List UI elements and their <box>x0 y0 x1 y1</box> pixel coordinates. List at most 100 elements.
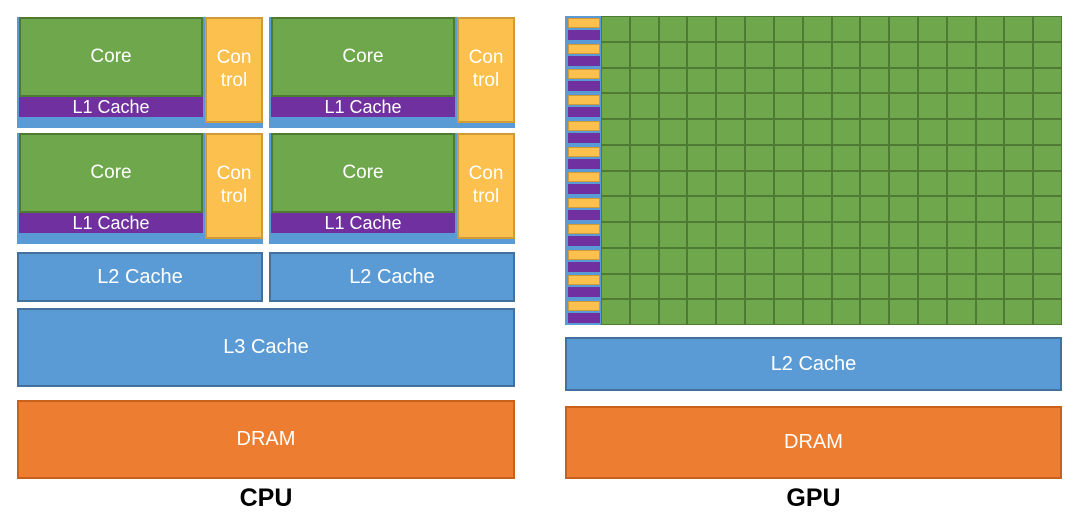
dram-label: DRAM <box>236 428 296 450</box>
gpu-alu-cell <box>1033 196 1062 222</box>
cpu-l2-row: L2 Cache L2 Cache <box>17 252 515 302</box>
core-area: Core <box>19 133 203 213</box>
gpu-alu-cell <box>687 67 717 94</box>
gpu-alu-cell <box>629 67 659 94</box>
gpu-alu-cell <box>629 170 659 197</box>
gpu-alu-cell <box>802 93 832 119</box>
gpu-alu-cell <box>831 299 861 325</box>
l1-cache-strip: L1 Cache <box>19 97 203 117</box>
gpu-alu-cell <box>889 170 918 197</box>
gpu-alu-cell <box>687 170 717 197</box>
gpu-alu-cell <box>773 196 803 222</box>
gpu-alu-cell <box>658 16 688 42</box>
gpu-alu-cell <box>917 170 947 197</box>
core-left-stack: Core L1 Cache <box>271 17 455 128</box>
gpu-alu-cell <box>658 93 688 119</box>
gpu-l1-strip <box>568 81 600 92</box>
gpu-alu-cell <box>1033 93 1062 119</box>
gpu-alu-cell <box>946 170 976 197</box>
gpu-l1-strip <box>568 261 600 272</box>
gpu-alu-cell <box>687 196 717 222</box>
gpu-alu-cell <box>629 93 659 119</box>
gpu-alu-cell <box>745 247 774 274</box>
l1-cache-label: L1 Cache <box>324 212 402 233</box>
gpu-alu-cell <box>745 119 774 145</box>
control-column: Con trol <box>205 133 263 239</box>
gpu-alu-cell <box>658 222 688 248</box>
gpu-alu-cell <box>946 273 976 300</box>
gpu-alu-cell <box>860 67 890 94</box>
gpu-alu-cell <box>1033 299 1062 325</box>
gpu-l1-strip <box>568 313 600 324</box>
gpu-control-strip <box>568 275 600 286</box>
gpu-alu-cell <box>687 41 717 68</box>
gpu-alu-cell <box>658 299 688 325</box>
control-label-line1: Con <box>216 163 252 185</box>
gpu-alu-cell <box>629 196 659 222</box>
gpu-alu-cell <box>860 93 890 119</box>
gpu-alu-cell <box>745 93 774 119</box>
gpu-alu-cell <box>946 67 976 94</box>
gpu-alu-cell <box>716 41 746 68</box>
core-label: Core <box>90 162 132 183</box>
gpu-alu-cell <box>831 41 861 68</box>
gpu-alu-cell <box>802 170 832 197</box>
gpu-alu-cell <box>716 119 746 145</box>
gpu-alu-cell <box>773 222 803 248</box>
gpu-alu-cell <box>601 119 630 145</box>
gpu-control-strip <box>568 146 600 157</box>
gpu-alu-cell <box>1004 119 1034 145</box>
core-area: Core <box>19 17 203 97</box>
gpu-control-strip <box>568 120 600 131</box>
gpu-grid <box>565 16 1062 325</box>
gpu-control-l1-cell <box>565 16 601 42</box>
gpu-control-strip <box>568 223 600 234</box>
gpu-alu-cell <box>975 170 1005 197</box>
gpu-alu-cell <box>1033 144 1062 171</box>
gpu-control-l1-cell <box>565 41 601 68</box>
gpu-alu-cell <box>1004 273 1034 300</box>
cpu-l2-cache-block-2: L2 Cache <box>269 252 515 302</box>
gpu-control-strip <box>568 43 600 54</box>
gpu-alu-cell <box>1004 93 1034 119</box>
control-label-line1: Con <box>216 47 252 69</box>
l1-cache-strip: L1 Cache <box>271 213 455 233</box>
gpu-alu-cell <box>917 222 947 248</box>
gpu-caption: GPU <box>786 484 841 512</box>
gpu-alu-cell <box>802 299 832 325</box>
gpu-alu-cell <box>831 67 861 94</box>
gpu-alu-cell <box>860 16 890 42</box>
gpu-alu-cell <box>802 273 832 300</box>
gpu-alu-cell <box>946 299 976 325</box>
gpu-alu-cell <box>860 273 890 300</box>
gpu-l1-strip <box>568 55 600 66</box>
gpu-l1-strip <box>568 184 600 195</box>
gpu-alu-cell <box>601 196 630 222</box>
gpu-alu-cell <box>658 196 688 222</box>
gpu-alu-cell <box>975 93 1005 119</box>
gpu-alu-cell <box>745 299 774 325</box>
gpu-alu-cell <box>917 196 947 222</box>
gpu-alu-cell <box>745 170 774 197</box>
gpu-control-l1-cell <box>565 196 601 222</box>
gpu-alu-cell <box>917 273 947 300</box>
gpu-alu-cell <box>889 144 918 171</box>
gpu-alu-cell <box>687 93 717 119</box>
gpu-alu-cell <box>716 247 746 274</box>
gpu-alu-cell <box>831 144 861 171</box>
l2-cache-label: L2 Cache <box>770 352 857 375</box>
gpu-alu-cell <box>831 93 861 119</box>
gpu-alu-cell <box>889 222 918 248</box>
cpu-caption: CPU <box>239 484 293 512</box>
gpu-control-l1-cell <box>565 247 601 274</box>
gpu-control-l1-cell <box>565 299 601 325</box>
gpu-control-strip <box>568 249 600 260</box>
gpu-l1-strip <box>568 158 600 169</box>
gpu-alu-cell <box>917 247 947 274</box>
gpu-alu-cell <box>889 93 918 119</box>
core-area: Core <box>271 133 455 213</box>
gpu-l1-strip <box>568 29 600 40</box>
gpu-alu-cell <box>802 16 832 42</box>
gpu-alu-cell <box>975 144 1005 171</box>
gpu-alu-cell <box>629 144 659 171</box>
